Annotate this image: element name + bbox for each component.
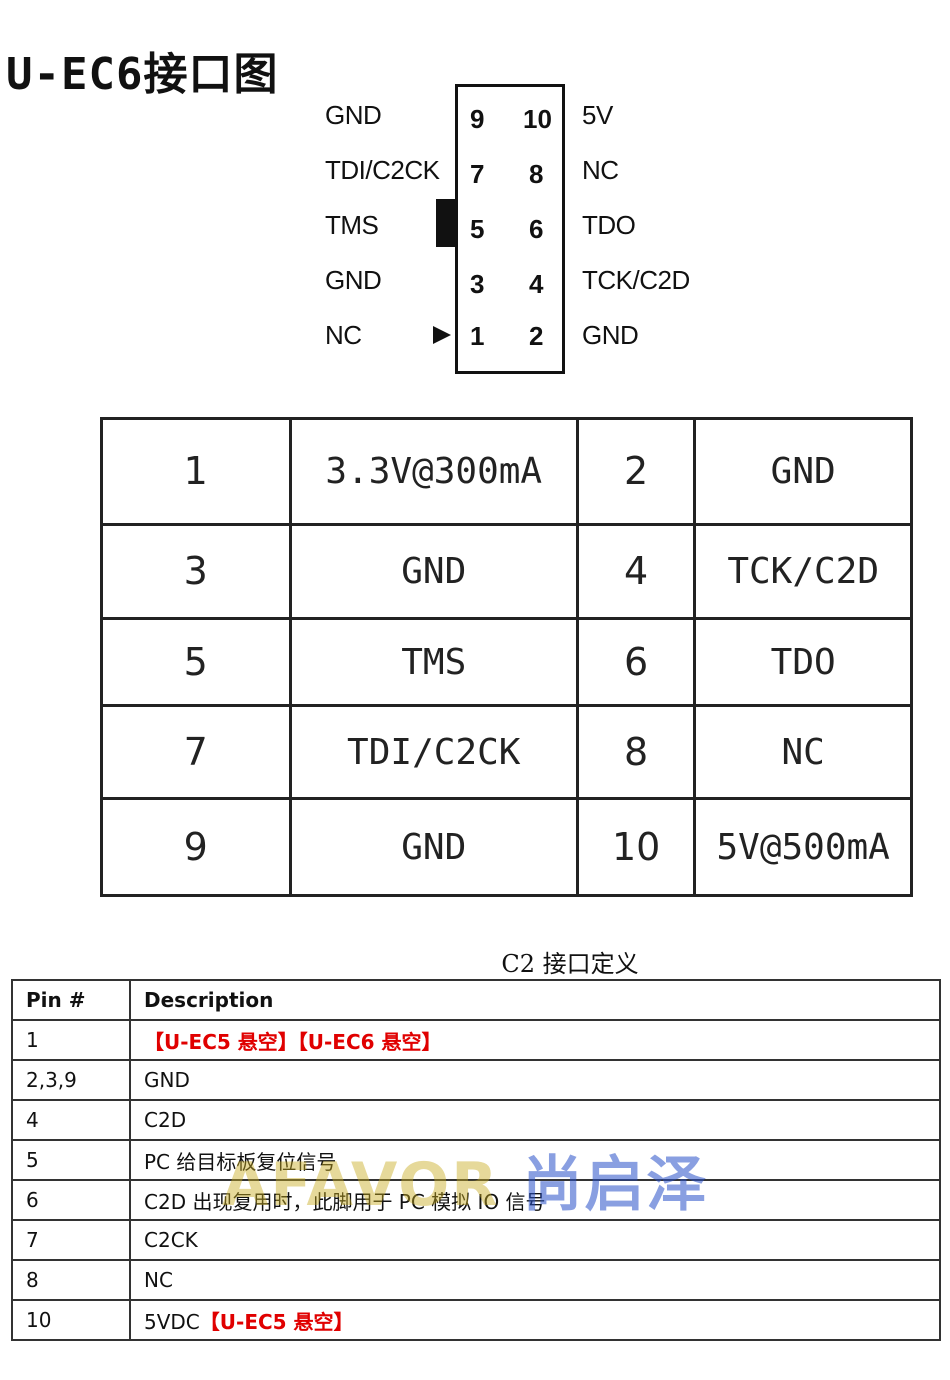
table-row: 7 C2CK [11, 1219, 941, 1261]
connector-body [455, 84, 565, 374]
table-row: 4 C2D [11, 1099, 941, 1141]
table-row: 10 5VDC【U-EC5 悬空】 [11, 1299, 941, 1341]
right-signal: NC [582, 155, 619, 185]
left-signal: TDI/C2CK [325, 155, 440, 185]
description-text: C2CK [144, 1228, 198, 1252]
pin-number-cell: 3 [100, 522, 292, 621]
pin-number: 8 [529, 159, 544, 189]
pin-cell: 10 [11, 1299, 131, 1341]
table-row: 2,3,9 GND [11, 1059, 941, 1101]
table-row: 7 TDI/C2CK 8 NC [100, 703, 913, 801]
pin-number-cell: 1 [100, 417, 292, 526]
table-row: 5 PC 给目标板复位信号 [11, 1139, 941, 1181]
description-cell: 【U-EC5 悬空】【U-EC6 悬空】 [129, 1019, 941, 1061]
description-text: C2D [144, 1108, 187, 1132]
pin-signal-cell: TDI/C2CK [288, 703, 579, 801]
pin-assignment-table: 1 3.3V@300mA 2 GND 3 GND 4 TCK/C2D 5 TMS… [100, 417, 913, 897]
pin-cell: 1 [11, 1019, 131, 1061]
pin-description-table: Pin # Description 1 【U-EC5 悬空】【U-EC6 悬空】… [11, 979, 941, 1341]
pin-signal-cell: GND [288, 522, 579, 621]
pin-cell: 2,3,9 [11, 1059, 131, 1101]
pin-number: 1 [470, 321, 485, 351]
pin-number: 6 [529, 214, 544, 244]
pin-signal-cell: TCK/C2D [693, 522, 913, 621]
header-pin: Pin # [11, 979, 131, 1021]
pin-number-cell: 5 [100, 617, 292, 707]
pin-number-cell: 9 [100, 797, 292, 897]
description-cell: PC 给目标板复位信号 [129, 1139, 941, 1181]
right-signal: 5V [582, 100, 613, 130]
pin-number-cell: 10 [575, 797, 697, 897]
table-row: 6 C2D 出现复用时，此脚用于 PC 模拟 IO 信号 [11, 1179, 941, 1221]
header-description: Description [129, 979, 941, 1021]
right-signal: TCK/C2D [582, 265, 690, 295]
pin-signal-cell: GND [288, 797, 579, 897]
table-row: 1 【U-EC5 悬空】【U-EC6 悬空】 [11, 1019, 941, 1061]
pin-signal-cell: 5V@500mA [693, 797, 913, 897]
left-signal: NC [325, 320, 362, 350]
description-cell: C2D [129, 1099, 941, 1141]
table-row: 3 GND 4 TCK/C2D [100, 522, 913, 621]
description-text: NC [144, 1268, 173, 1292]
pin-signal-cell: GND [693, 417, 913, 526]
watermark-latin: AFAVOR [222, 1150, 500, 1220]
description-cell: 5VDC【U-EC5 悬空】 [129, 1299, 941, 1341]
pin-number: 2 [529, 321, 544, 351]
brand-watermark: AFAVOR 尚启泽 [222, 1136, 708, 1223]
pin-number-cell: 6 [575, 617, 697, 707]
floating-note: 【U-EC5 悬空】【U-EC6 悬空】 [144, 1029, 442, 1054]
page-title: U-EC6接口图 [6, 49, 279, 100]
description-text: 5VDC [144, 1309, 200, 1334]
pin-cell: 8 [11, 1259, 131, 1301]
watermark-cn: 尚启泽 [522, 1150, 709, 1220]
pin-signal-cell: NC [693, 703, 913, 801]
pin-number: 10 [523, 104, 552, 134]
pin-number-cell: 2 [575, 417, 697, 526]
table-header-row: Pin # Description [11, 979, 941, 1021]
pin-cell: 4 [11, 1099, 131, 1141]
floating-note: 【U-EC5 悬空】 [199, 1309, 354, 1334]
description-cell: C2CK [129, 1219, 941, 1261]
table-row: 1 3.3V@300mA 2 GND [100, 417, 913, 526]
pin-cell: 7 [11, 1219, 131, 1261]
description-text: PC 给目标板复位信号 [144, 1149, 337, 1174]
left-signal: GND [325, 100, 382, 130]
pin-number-cell: 7 [100, 703, 292, 801]
description-cell: C2D 出现复用时，此脚用于 PC 模拟 IO 信号 [129, 1179, 941, 1221]
left-signal: GND [325, 265, 382, 295]
pin-number-cell: 4 [575, 522, 697, 621]
table-row: 9 GND 10 5V@500mA [100, 797, 913, 897]
right-signal: TDO [582, 210, 636, 240]
table-row: 8 NC [11, 1259, 941, 1301]
pin-number: 4 [529, 269, 544, 299]
right-signal: GND [582, 320, 639, 350]
table-caption: C2 接口定义 [501, 950, 639, 978]
description-cell: GND [129, 1059, 941, 1101]
description-text: GND [144, 1068, 190, 1092]
pin-number-cell: 8 [575, 703, 697, 801]
pin-number: 3 [470, 269, 485, 299]
pin-number: 5 [470, 214, 485, 244]
pin-cell: 6 [11, 1179, 131, 1221]
pin-cell: 5 [11, 1139, 131, 1181]
pin-number: 9 [470, 104, 485, 134]
table-row: 5 TMS 6 TDO [100, 617, 913, 707]
pin-signal-cell: TDO [693, 617, 913, 707]
connector-key-notch [436, 199, 455, 247]
pin-signal-cell: TMS [288, 617, 579, 707]
pin1-arrow-icon [433, 326, 451, 344]
pin-number: 7 [470, 159, 485, 189]
pin-signal-cell: 3.3V@300mA [288, 417, 579, 526]
left-signal: TMS [325, 210, 379, 240]
description-cell: NC [129, 1259, 941, 1301]
description-text: C2D 出现复用时，此脚用于 PC 模拟 IO 信号 [144, 1189, 546, 1214]
